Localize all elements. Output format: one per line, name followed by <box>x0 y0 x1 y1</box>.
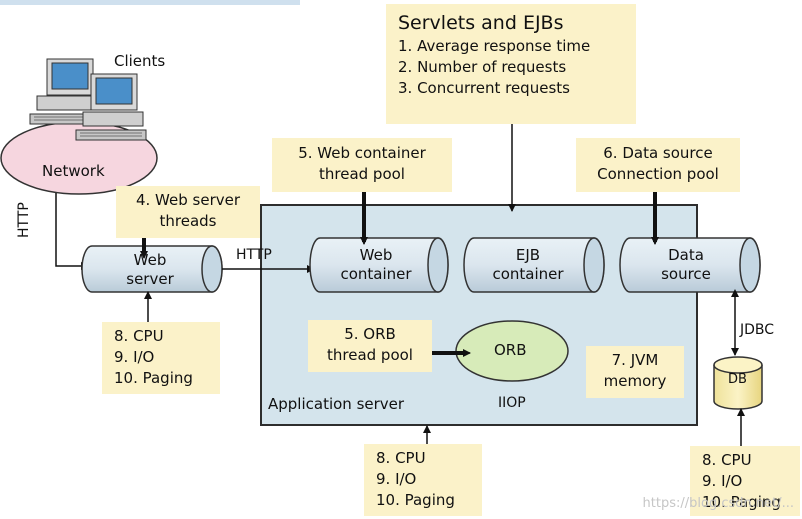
http-vertical-label: HTTP <box>16 202 32 238</box>
note-line: thread pool <box>327 346 413 364</box>
orb-pool-note: 5. ORB thread pool <box>308 320 432 372</box>
network-label: Network <box>42 162 105 180</box>
client-computer-icon <box>75 73 147 141</box>
note-line: 9. I/O <box>376 470 417 488</box>
note-line: 8. CPU <box>376 449 426 467</box>
web-server-label: Web server <box>126 251 174 288</box>
orb-label: ORB <box>494 341 527 359</box>
note-line: 4. Web server <box>135 191 241 209</box>
note-line: thread pool <box>319 165 405 183</box>
note-line: 8. CPU <box>114 327 164 345</box>
web-server-cylinder <box>81 245 223 293</box>
servlets-item: 1. Average response time <box>398 37 591 55</box>
servlets-title: Servlets and EJBs <box>398 12 564 34</box>
data-source-label: Data source <box>661 246 711 283</box>
data-source-pool-note: 6. Data source Connection pool <box>576 138 740 192</box>
ejb-container-cylinder <box>463 237 605 293</box>
web-container-cylinder <box>309 237 449 293</box>
note-line: threads <box>159 212 217 230</box>
ejb-container-label: EJB container <box>492 246 564 283</box>
db-label: DB <box>728 372 747 387</box>
note-line: 10. Paging <box>702 493 781 511</box>
note-line: 9. I/O <box>702 472 743 490</box>
application-server-label: Application server <box>268 395 405 413</box>
appserver-resources-note: 8. CPU 9. I/O 10. Paging <box>364 444 482 516</box>
note-line: 5. Web container <box>298 144 426 162</box>
servlets-ejbs-note: Servlets and EJBs 1. Average response ti… <box>386 4 636 124</box>
watermark-text: https://blog.csdn.net/... <box>642 496 794 511</box>
jvm-memory-note: 7. JVM memory <box>586 346 684 398</box>
note-line: 9. I/O <box>114 348 155 366</box>
web-server-threads-note: 4. Web server threads <box>116 186 260 238</box>
http-horizontal-label: HTTP <box>236 247 272 263</box>
data-source-cylinder <box>619 237 761 293</box>
note-line: 10. Paging <box>114 369 193 387</box>
note-line: memory <box>603 372 667 390</box>
note-line: 7. JVM <box>611 351 659 369</box>
header-strip <box>0 0 300 5</box>
jdbc-label: JDBC <box>740 322 775 338</box>
clients-label: Clients <box>114 52 166 70</box>
note-line: 6. Data source <box>603 144 713 162</box>
web-container-label: Web container <box>340 246 412 283</box>
db-resources-note: 8. CPU 9. I/O 10. Paging <box>690 446 800 516</box>
webserver-resources-note: 8. CPU 9. I/O 10. Paging <box>102 322 220 394</box>
web-container-pool-note: 5. Web container thread pool <box>272 138 452 192</box>
http-connector-arrow <box>55 193 89 270</box>
servlets-item: 2. Number of requests <box>398 58 567 76</box>
note-line: 10. Paging <box>376 491 455 509</box>
servlets-item: 3. Concurrent requests <box>398 79 570 97</box>
iiop-label: IIOP <box>498 395 526 411</box>
note-line: Connection pool <box>597 165 719 183</box>
note-line: 8. CPU <box>702 451 752 469</box>
note-line: 5. ORB <box>344 325 396 343</box>
